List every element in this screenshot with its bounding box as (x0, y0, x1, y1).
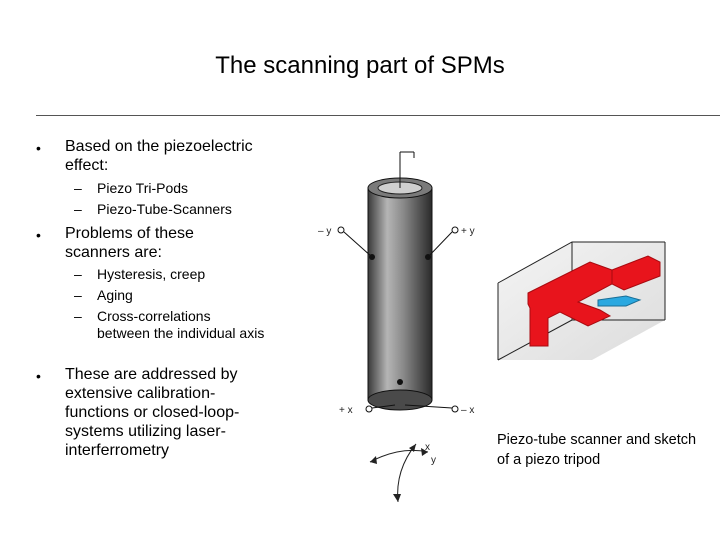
piezo-tripod-sketch (497, 241, 666, 361)
dash-marker: – (74, 287, 82, 303)
dash-marker: – (74, 201, 82, 217)
axis-y-label: y (431, 455, 436, 466)
bullet-marker: • (36, 227, 41, 243)
label-minus-x: – x (461, 405, 474, 416)
axis-x-label: x (425, 442, 430, 453)
sub-bullet-text: Aging (97, 287, 133, 303)
bullet-text: These are addressed by extensive calibra… (65, 366, 240, 459)
label-plus-y: + y (461, 226, 475, 237)
bullet-marker: • (36, 140, 41, 156)
dash-marker: – (74, 180, 82, 196)
title-divider (36, 115, 720, 116)
dash-marker: – (74, 308, 82, 324)
rotation-axes-icon (369, 443, 429, 503)
label-plus-x: + x (339, 405, 353, 416)
figure-caption: Piezo-tube scanner and sketch of a piezo… (497, 432, 697, 468)
sub-bullet-text: Piezo Tri-Pods (97, 180, 189, 196)
label-minus-y: – y (318, 226, 331, 237)
bullet-text: Problems of these scanners are: (65, 225, 194, 261)
sub-bullet-text: Hysteresis, creep (97, 266, 206, 282)
piezo-tube (337, 151, 459, 413)
dash-marker: – (74, 266, 82, 282)
bullet-text: Based on the piezoelectric effect: (65, 138, 253, 174)
sub-bullet-text: Piezo-Tube-Scanners (97, 201, 232, 217)
sub-bullet-text: Cross-correlations between the individua… (97, 308, 265, 341)
page-title: The scanning part of SPMs (215, 52, 505, 79)
bullet-marker: • (36, 368, 41, 384)
